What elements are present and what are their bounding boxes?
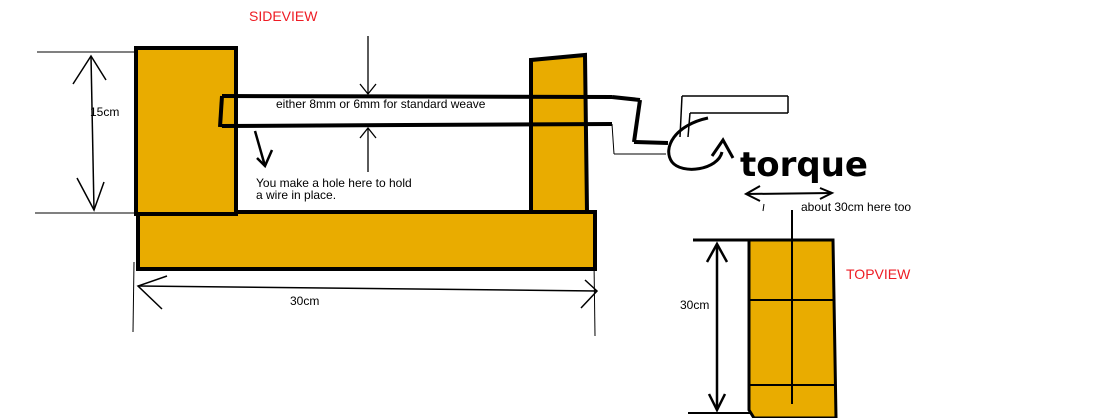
- sideview-title: SIDEVIEW: [249, 8, 318, 24]
- top-length-dimension: [688, 241, 752, 414]
- height-dimension: [35, 51, 134, 214]
- torque-arrow: [667, 116, 735, 171]
- width-label: 30cm: [290, 294, 319, 308]
- topview-grid: [693, 210, 835, 404]
- wire-rod: [218, 94, 789, 155]
- top-note-label: about 30cm here too: [801, 200, 911, 214]
- hole-note-line2: a wire in place.: [256, 188, 336, 202]
- height-label: 15cm: [90, 105, 119, 119]
- wire-thickness-arrows: [359, 36, 377, 172]
- top-length-label: 30cm: [680, 298, 709, 312]
- wire-size-label: either 8mm or 6mm for standard weave: [276, 97, 486, 111]
- left-post: [134, 46, 238, 216]
- top-width-arrow: [743, 185, 835, 212]
- width-dimension: [132, 261, 599, 337]
- topview-title: TOPVIEW: [846, 266, 911, 282]
- right-post: [529, 52, 590, 214]
- loom-base: [136, 210, 597, 271]
- hole-pointer-arrow: [253, 130, 274, 169]
- hole-note-line1: You make a hole here to hold: [256, 176, 412, 190]
- torque-label: torque: [740, 145, 868, 185]
